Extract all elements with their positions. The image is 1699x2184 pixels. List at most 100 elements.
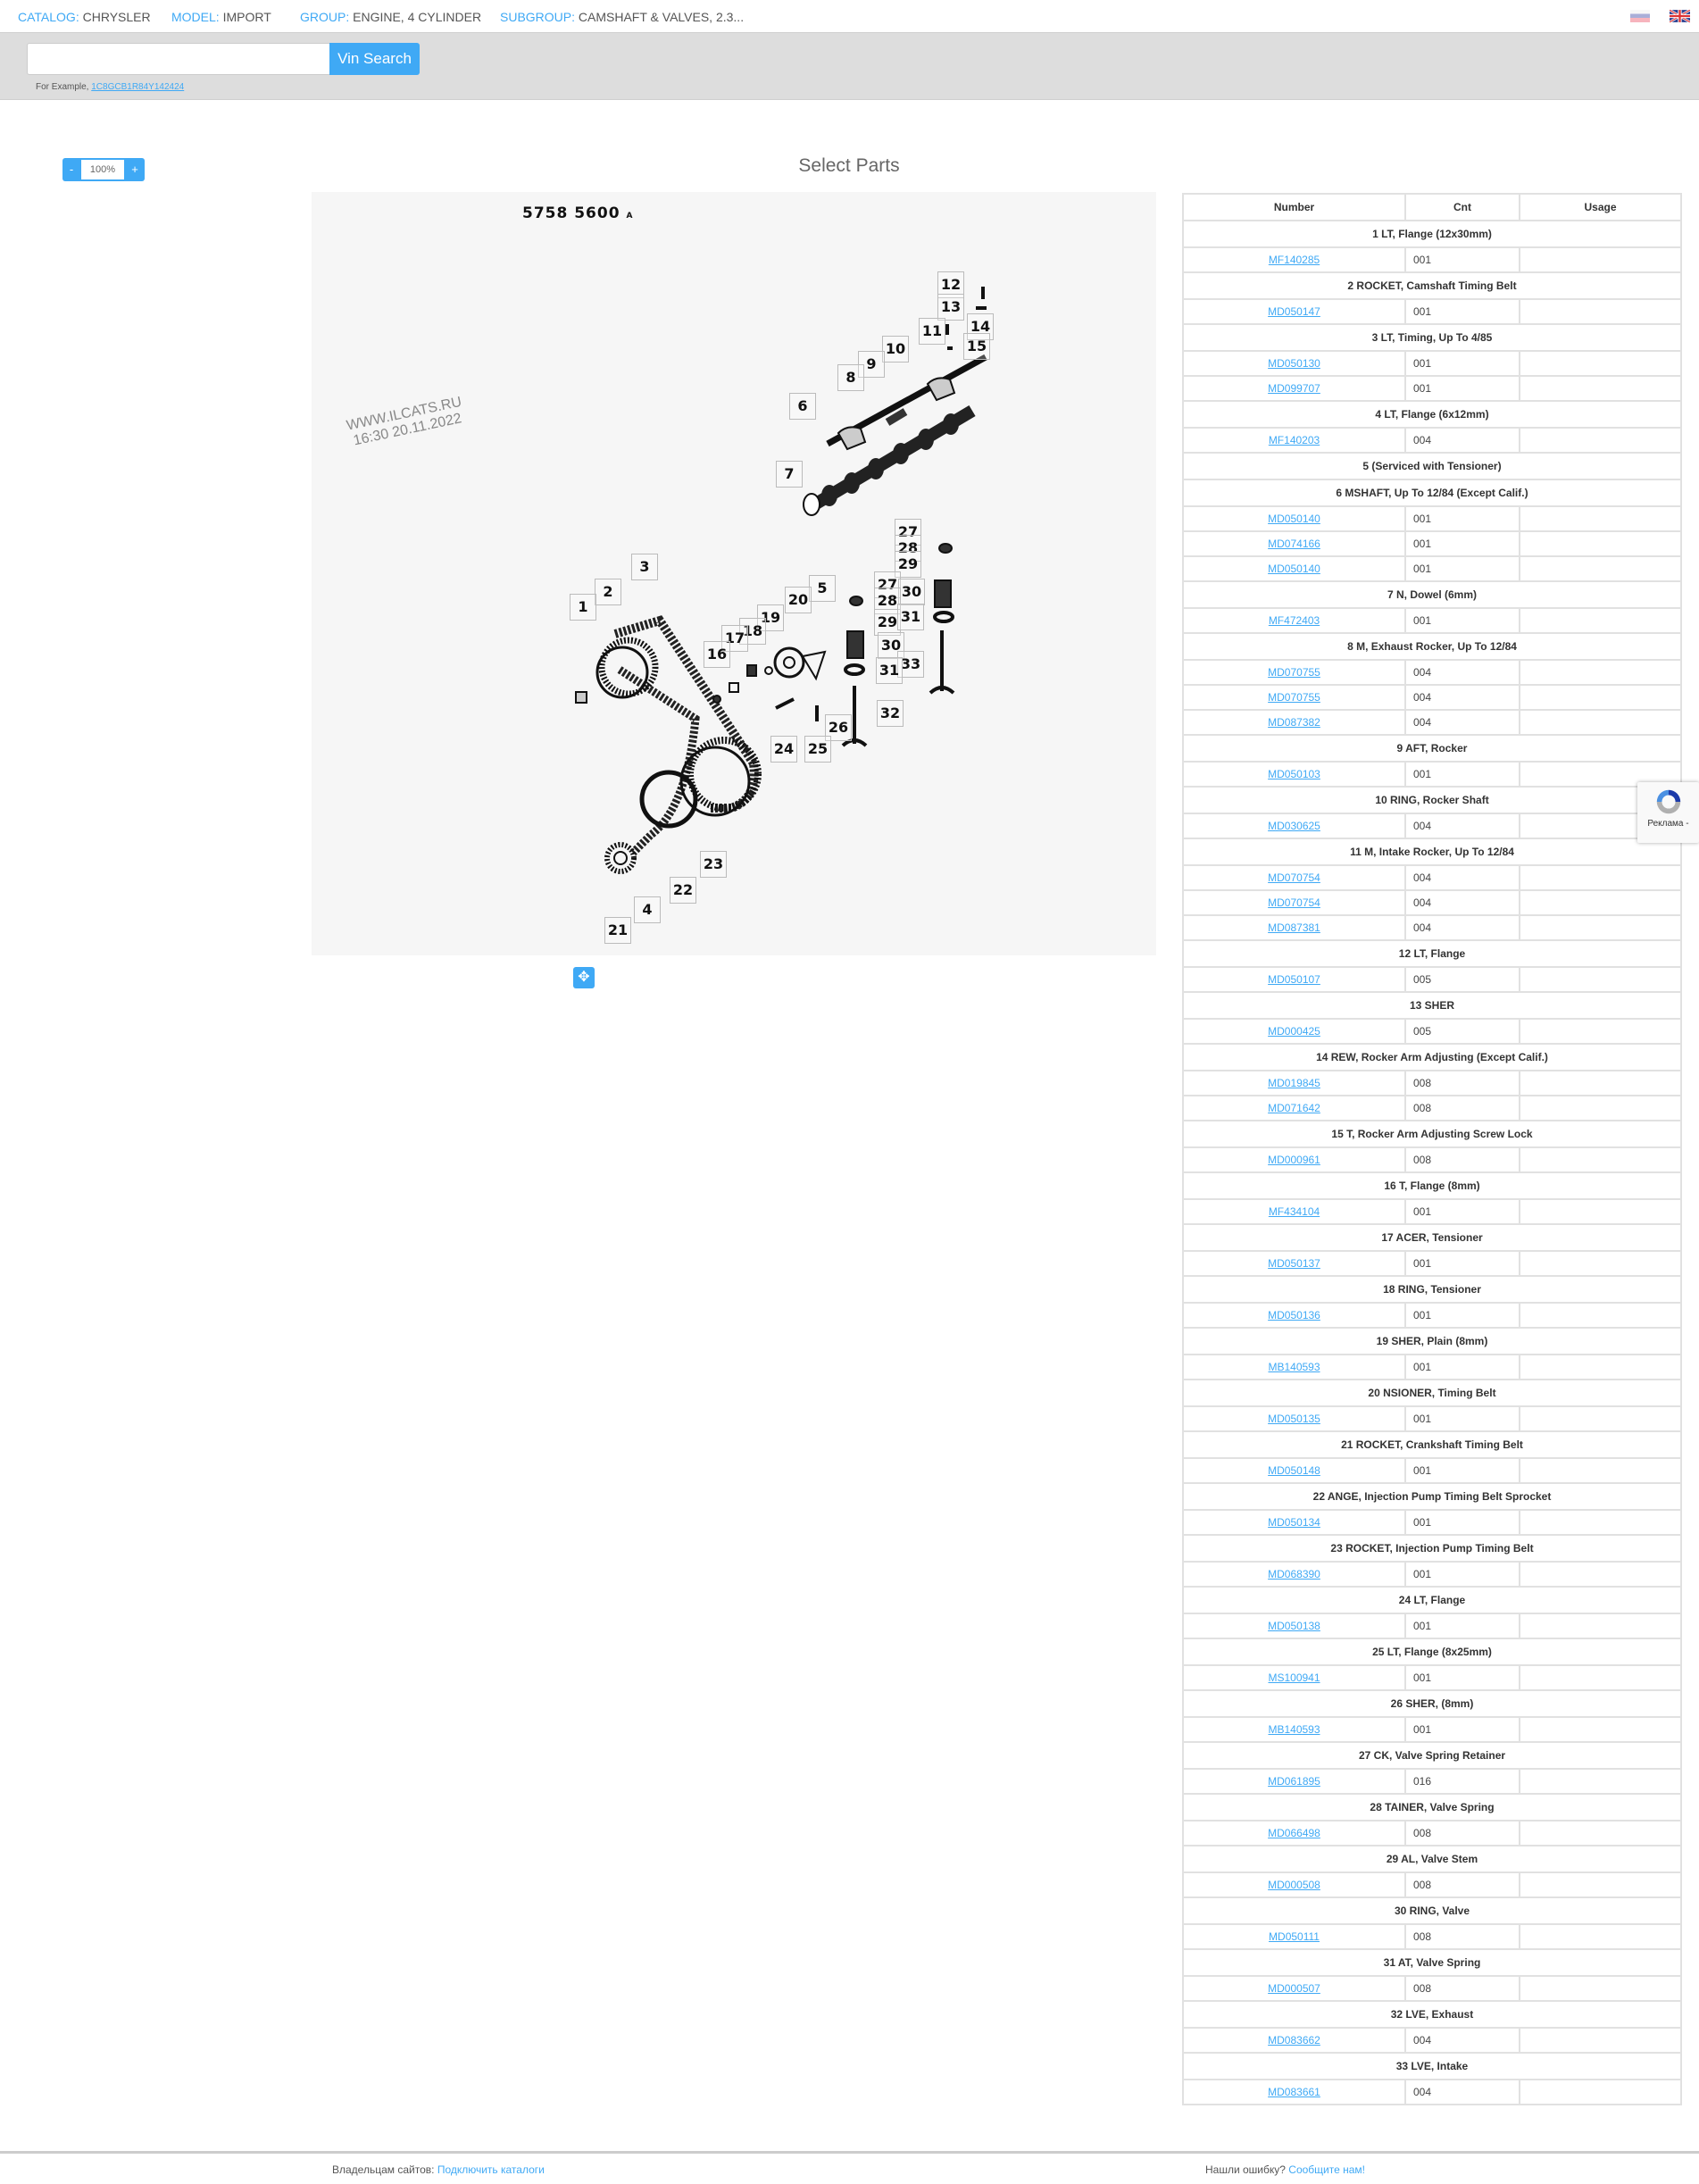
part-number-link[interactable]: MD066498 [1268,1827,1320,1839]
part-number-link[interactable]: MD050135 [1268,1413,1320,1425]
report-error-link[interactable]: Сообщите нам! [1288,2163,1366,2176]
callout-27[interactable]: 27 [874,571,901,598]
part-number-link[interactable]: MD050140 [1268,513,1320,525]
part-number-link[interactable]: MD050111 [1269,1930,1320,1943]
breadcrumb-group[interactable]: GROUP: ENGINE, 4 CYLINDER [300,10,481,24]
callout-30[interactable]: 30 [898,579,925,605]
group-title: 30 RING, Valve [1182,1896,1682,1925]
callout-7[interactable]: 7 [776,461,803,488]
part-number-link[interactable]: MD050148 [1268,1464,1320,1477]
group-title: 14 REW, Rocker Arm Adjusting (Except Cal… [1182,1043,1682,1071]
group-row: 18 RING, Tensioner [1182,1275,1682,1304]
callout-30[interactable]: 30 [878,632,904,659]
callout-20[interactable]: 20 [785,587,812,613]
part-number-link[interactable]: MD068390 [1268,1568,1320,1580]
column-header-usage: Usage [1519,193,1682,221]
breadcrumb-subgroup[interactable]: SUBGROUP: CAMSHAFT & VALVES, 2.3... [500,10,744,24]
part-number-link[interactable]: MB140593 [1268,1361,1320,1373]
part-number-link[interactable]: MD050140 [1268,563,1320,575]
vin-search-button[interactable]: Vin Search [329,43,420,75]
part-number-link[interactable]: MB140593 [1268,1723,1320,1736]
part-number-link[interactable]: MS100941 [1268,1671,1320,1684]
callout-14[interactable]: 14 [967,313,994,340]
breadcrumb-model[interactable]: MODEL: IMPORT [171,10,271,24]
part-number-link[interactable]: MD000961 [1268,1154,1320,1166]
callout-28[interactable]: 28 [874,588,901,614]
part-number-link[interactable]: MD050134 [1268,1516,1320,1529]
callout-11[interactable]: 11 [919,318,945,345]
vin-search-input[interactable] [27,43,330,75]
part-number-link[interactable]: MD083661 [1268,2086,1320,2098]
part-number-link[interactable]: MD000425 [1268,1025,1320,1038]
callout-32[interactable]: 32 [877,700,904,727]
part-number-link[interactable]: MD070755 [1268,691,1320,704]
callout-22[interactable]: 22 [670,877,696,904]
part-usage [1519,246,1682,273]
part-number-link[interactable]: MD061895 [1268,1775,1320,1788]
callout-1[interactable]: 1 [570,594,596,621]
part-number-link[interactable]: MD087381 [1268,921,1320,934]
callout-2[interactable]: 2 [595,579,621,605]
part-number-link[interactable]: MD099707 [1268,382,1320,395]
callout-28[interactable]: 28 [895,535,921,562]
callout-25[interactable]: 25 [804,736,831,763]
recaptcha-badge[interactable]: Реклама - [1637,782,1699,843]
callout-23[interactable]: 23 [700,851,727,878]
part-number-link[interactable]: MF472403 [1268,614,1320,627]
russian-flag-icon[interactable] [1630,10,1650,22]
callout-18[interactable]: 18 [739,618,766,645]
part-number-link[interactable]: MD030625 [1268,820,1320,832]
callout-3[interactable]: 3 [631,554,658,580]
callout-29[interactable]: 29 [874,609,901,636]
part-number-link[interactable]: MD083662 [1268,2034,1320,2046]
camshaft-drawing [803,404,976,516]
part-number-link[interactable]: MD070755 [1268,666,1320,679]
connect-catalogs-link[interactable]: Подключить каталоги [437,2163,545,2176]
part-number-link[interactable]: MF140203 [1268,434,1320,446]
part-number-link[interactable]: MD071642 [1268,1102,1320,1114]
callout-24[interactable]: 24 [770,736,797,763]
part-number-link[interactable]: MF434104 [1268,1205,1320,1218]
callout-8[interactable]: 8 [837,364,864,391]
callout-10[interactable]: 10 [882,336,909,363]
callout-31[interactable]: 31 [897,604,924,630]
zoom-in-button[interactable]: + [131,163,138,176]
part-number-link[interactable]: MD050147 [1268,305,1320,318]
callout-15[interactable]: 15 [963,333,990,360]
part-number-link[interactable]: MD074166 [1268,538,1320,550]
part-number-link[interactable]: MD050103 [1268,768,1320,780]
callout-27[interactable]: 27 [895,519,921,546]
callout-33[interactable]: 33 [897,651,924,678]
callout-29[interactable]: 29 [895,551,921,578]
part-number-link[interactable]: MD050136 [1268,1309,1320,1321]
fullscreen-button[interactable]: ✥ [573,967,595,988]
part-number-link[interactable]: MD070754 [1268,896,1320,909]
part-number-link[interactable]: MD050137 [1268,1257,1320,1270]
zoom-out-button[interactable]: - [69,163,74,176]
example-vin-link[interactable]: 1C8GCB1R84Y142424 [91,82,185,92]
callout-31[interactable]: 31 [876,657,903,684]
part-number-link[interactable]: MD050130 [1268,357,1320,370]
part-count: 001 [1404,1250,1520,1277]
callout-5[interactable]: 5 [809,575,836,602]
part-number-link[interactable]: MD070754 [1268,871,1320,884]
callout-4[interactable]: 4 [634,896,661,923]
uk-flag-icon[interactable] [1670,10,1690,22]
part-usage [1519,1354,1682,1380]
part-number-link[interactable]: MD000507 [1268,1982,1320,1995]
zoom-control: - 100% + [62,158,145,181]
part-number-link[interactable]: MD050107 [1268,973,1320,986]
breadcrumb-catalog[interactable]: CATALOG: CHRYSLER [18,10,151,24]
callout-13[interactable]: 13 [937,294,964,321]
callout-21[interactable]: 21 [604,917,631,944]
part-number-link[interactable]: MD019845 [1268,1077,1320,1089]
timing-belt-drawing [575,615,762,874]
part-number-link[interactable]: MF140285 [1268,254,1320,266]
callout-26[interactable]: 26 [825,714,852,741]
part-number-link[interactable]: MD050138 [1268,1620,1320,1632]
part-number-link[interactable]: MD000508 [1268,1879,1320,1891]
part-number-link[interactable]: MD087382 [1268,716,1320,729]
callout-6[interactable]: 6 [789,393,816,420]
callout-16[interactable]: 16 [704,641,730,668]
